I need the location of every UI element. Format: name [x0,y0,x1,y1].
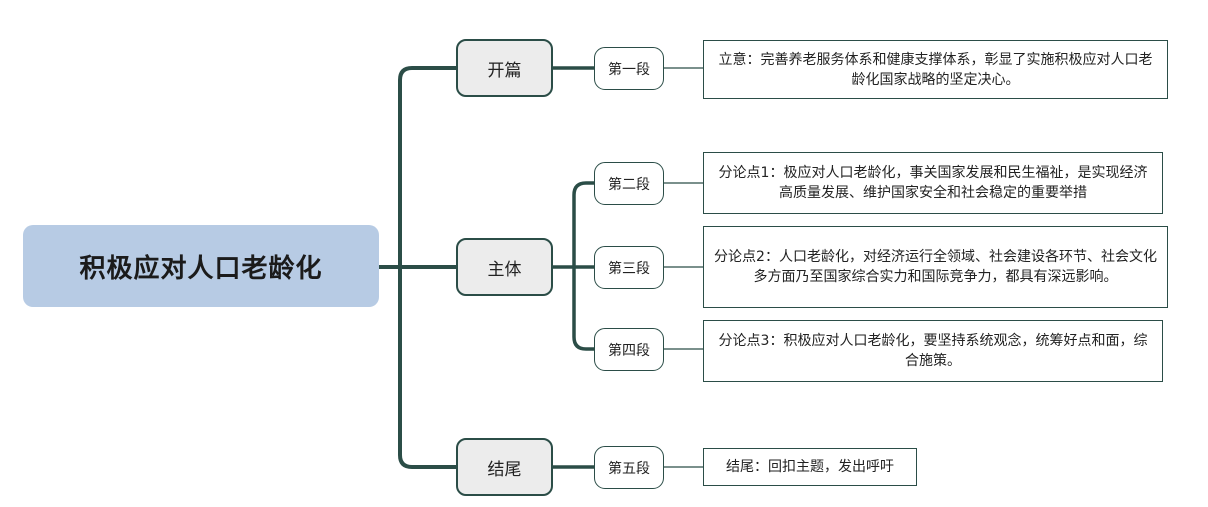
note-text: 立意：完善养老服务体系和健康支撑体系，彰显了实施积极应对人口老龄化国家战略的坚定… [718,51,1153,88]
note-text: 分论点3：积极应对人口老龄化，要坚持系统观念，统筹好点和面，综合施策。 [718,333,1148,369]
section-body[interactable]: 主体 [456,238,553,296]
note-text: 分论点2：人口老龄化，对经济运行全领域、社会建设各环节、社会文化多方面乃至国家综… [714,249,1157,285]
root-topic[interactable]: 积极应对人口老龄化 [23,225,379,307]
note-paragraph-3[interactable]: 分论点2：人口老龄化，对经济运行全领域、社会建设各环节、社会文化多方面乃至国家综… [703,226,1168,308]
paragraph-5[interactable]: 第五段 [594,446,664,489]
paragraph-label: 第五段 [608,460,650,477]
section-ending[interactable]: 结尾 [456,438,553,496]
paragraph-3[interactable]: 第三段 [594,246,664,289]
paragraph-4[interactable]: 第四段 [594,328,664,371]
paragraph-label: 第四段 [608,342,650,359]
note-paragraph-2[interactable]: 分论点1：极应对人口老龄化，事关国家发展和民生福祉，是实现经济高质量发展、维护国… [703,152,1163,214]
paragraph-1[interactable]: 第一段 [594,47,664,90]
note-paragraph-4[interactable]: 分论点3：积极应对人口老龄化，要坚持系统观念，统筹好点和面，综合施策。 [703,320,1163,382]
paragraph-label: 第一段 [608,61,650,78]
section-label: 结尾 [487,459,522,480]
section-opening[interactable]: 开篇 [456,39,553,97]
section-label: 主体 [487,259,522,280]
note-paragraph-5[interactable]: 结尾：回扣主题，发出呼吁 [703,448,917,486]
root-topic-label: 积极应对人口老龄化 [79,253,323,284]
section-label: 开篇 [487,60,522,81]
paragraph-label: 第二段 [608,176,650,193]
paragraph-label: 第三段 [608,260,650,277]
note-text: 分论点1：极应对人口老龄化，事关国家发展和民生福祉，是实现经济高质量发展、维护国… [718,165,1148,201]
note-paragraph-1[interactable]: 立意：完善养老服务体系和健康支撑体系，彰显了实施积极应对人口老龄化国家战略的坚定… [703,40,1168,99]
note-text: 结尾：回扣主题，发出呼吁 [726,459,894,475]
paragraph-2[interactable]: 第二段 [594,162,664,205]
